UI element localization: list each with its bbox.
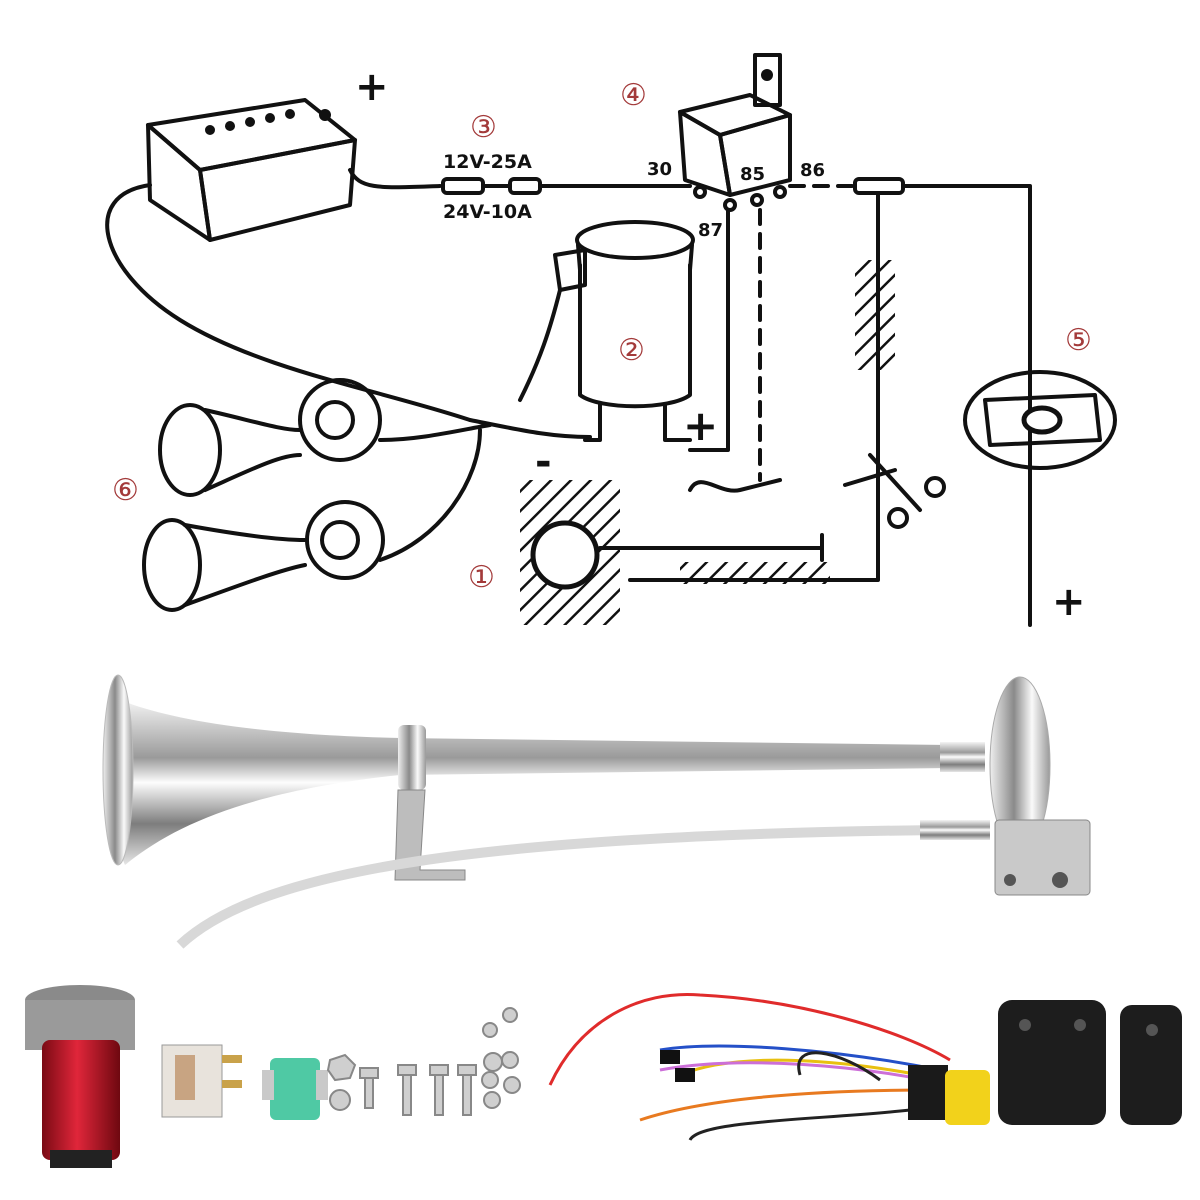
- relay-pin-30: 30: [647, 159, 672, 180]
- relay-part: [161, 1044, 242, 1118]
- relay-pin-86: 86: [800, 160, 825, 181]
- fuse-rating-12v: 12V-25A: [443, 151, 532, 173]
- relay: ④ 30 85 86 87: [620, 53, 825, 241]
- compressor-plus-label: +: [683, 401, 718, 450]
- relay-pin-85: 85: [740, 164, 765, 185]
- relay-number: ④: [620, 78, 647, 113]
- battery-plus-label: +: [355, 64, 389, 110]
- horns-drawing: ⑥: [112, 378, 492, 612]
- wiring-harness: [548, 992, 990, 1141]
- relay-pin-87: 87: [698, 220, 723, 241]
- screws-and-nuts: [326, 1007, 521, 1116]
- horn-button-ground: ①: [468, 480, 830, 625]
- wiring-diagram: + ③ 12V-25A 24V-10A ④ 30 85 86 87: [105, 53, 1117, 627]
- fuse-number: ③: [470, 110, 497, 145]
- foam-pads: [998, 1000, 1182, 1125]
- battery: +: [146, 64, 389, 242]
- horn-button-number: ①: [468, 560, 495, 595]
- fuse-symbol: [441, 177, 542, 195]
- compressor-drawing: ② + -: [518, 220, 718, 485]
- air-compressor: [25, 985, 135, 1168]
- blade-fuse: [262, 1058, 328, 1120]
- chrome-horn-photo: [102, 674, 1091, 949]
- horns-number: ⑥: [112, 473, 139, 508]
- compressor-number: ②: [618, 333, 645, 368]
- steering-plus-label: +: [1052, 579, 1086, 625]
- switch-scissors: [843, 453, 946, 529]
- fuse-rating-24v: 24V-10A: [443, 201, 532, 223]
- steering-wheel-number: ⑤: [1065, 323, 1092, 358]
- accessories: [25, 985, 1182, 1168]
- compressor-minus-label: -: [535, 439, 552, 485]
- steering-wheel: ⑤ +: [963, 323, 1117, 625]
